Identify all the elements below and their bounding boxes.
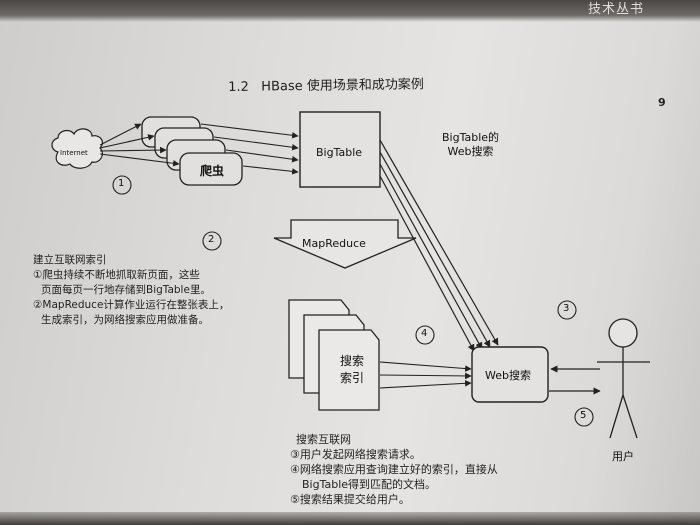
- indexing-note-line: ①爬虫持续不断地抓取新页面，这些: [33, 269, 200, 281]
- bigtable-label: BigTable: [316, 146, 363, 159]
- step-marker-4: [415, 325, 435, 345]
- searching-notes: 搜索互联网 ③用户发起网络搜索请求。 ④网络搜索应用查询建立好的索引，直接从 B…: [290, 432, 498, 507]
- indexing-note-line: 生成索引，为网络搜索应用做准备。: [41, 314, 209, 326]
- web-search-box: [471, 346, 549, 403]
- mapreduce-arrow: [273, 219, 417, 269]
- series-title: 技术丛书: [588, 2, 645, 17]
- indexing-notes: 建立互联网索引 ①爬虫持续不断地抓取新页面，这些 页面每页一行地存储到BigTa…: [33, 253, 229, 328]
- crawler-label: 爬虫: [200, 164, 225, 178]
- internet-label: Internet: [60, 149, 88, 157]
- page-bottom-shadow: [0, 512, 700, 525]
- search-index-docs: [288, 299, 380, 411]
- searching-notes-title: 搜索互联网: [296, 433, 351, 446]
- searching-note-line: ④网络搜索应用查询建立好的索引，直接从: [290, 463, 498, 476]
- step-marker-1-label: 1: [118, 178, 125, 189]
- step-marker-5: [574, 407, 594, 427]
- step-marker-1: [112, 175, 132, 195]
- step-marker-3: [557, 300, 577, 320]
- internet-cloud-icon: [51, 128, 104, 169]
- page-top-shadow: [0, 0, 700, 22]
- indexing-notes-title: 建立互联网索引: [33, 254, 107, 266]
- page-number: 9: [658, 96, 666, 109]
- user-icon: [597, 318, 650, 439]
- crawler-stack: [141, 116, 243, 186]
- searching-note-line: ③用户发起网络搜索请求。: [290, 448, 421, 461]
- step-marker-3-label: 3: [563, 303, 570, 314]
- indexing-note-line: ②MapReduce计算作业运行在整张表上，: [33, 299, 230, 311]
- step-marker-2-label: 2: [208, 234, 215, 245]
- step-marker-2: [202, 231, 222, 251]
- bigtable-box: [299, 111, 381, 188]
- searching-note-line: ⑤搜索结果提交给用户。: [290, 493, 410, 506]
- doc-3: [318, 329, 380, 411]
- crawler-box-4: [179, 152, 243, 186]
- user-label: 用户: [612, 450, 634, 463]
- mapreduce-label: MapReduce: [302, 237, 366, 250]
- bigtable-web-search-label: BigTable的 Web搜索: [442, 131, 500, 158]
- search-index-label: 搜索 索引: [340, 354, 365, 385]
- indexing-note-line: 页面每页一行地存储到BigTable里。: [41, 284, 211, 296]
- web-search-label: Web搜索: [485, 369, 531, 382]
- searching-note-line: BigTable得到匹配的文档。: [302, 478, 437, 491]
- step-marker-5-label: 5: [580, 410, 587, 421]
- step-marker-4-label: 4: [421, 328, 428, 339]
